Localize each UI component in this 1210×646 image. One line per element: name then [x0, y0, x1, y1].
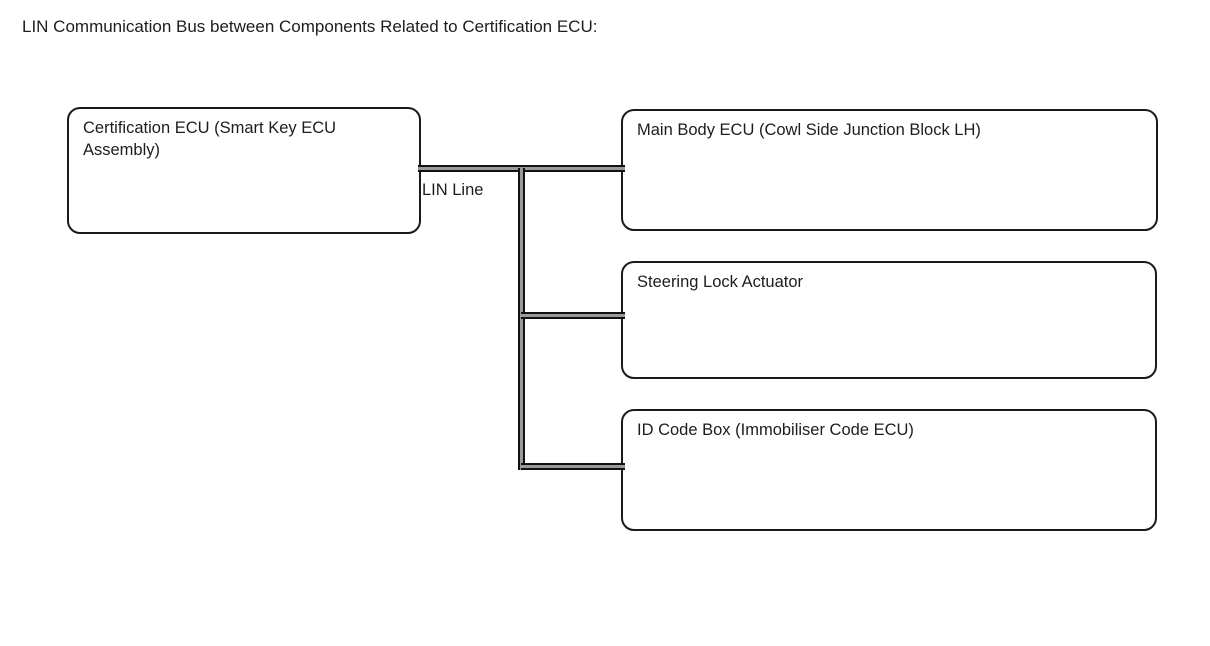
- node-id-code-box[interactable]: ID Code Box (Immobiliser Code ECU): [621, 409, 1157, 531]
- page-title: LIN Communication Bus between Components…: [22, 17, 598, 36]
- connector-label-lin-line: LIN Line: [422, 181, 484, 199]
- node-label-certification-ecu: Certification ECU (Smart Key ECU Assembl…: [83, 119, 337, 159]
- node-steering-lock-actuator[interactable]: Steering Lock Actuator: [621, 261, 1157, 379]
- node-certification-ecu[interactable]: Certification ECU (Smart Key ECU Assembl…: [67, 107, 421, 234]
- connector-bus-to-steering-lock-actuator: [521, 312, 625, 319]
- node-label-steering-lock-actuator: Steering Lock Actuator: [637, 273, 804, 291]
- node-label-main-body-ecu: Main Body ECU (Cowl Side Junction Block …: [637, 121, 981, 139]
- node-main-body-ecu[interactable]: Main Body ECU (Cowl Side Junction Block …: [621, 109, 1158, 231]
- connector-bus-to-id-code-box: [521, 463, 625, 470]
- connector-bus-trunk: [518, 168, 525, 470]
- node-label-id-code-box: ID Code Box (Immobiliser Code ECU): [637, 421, 914, 439]
